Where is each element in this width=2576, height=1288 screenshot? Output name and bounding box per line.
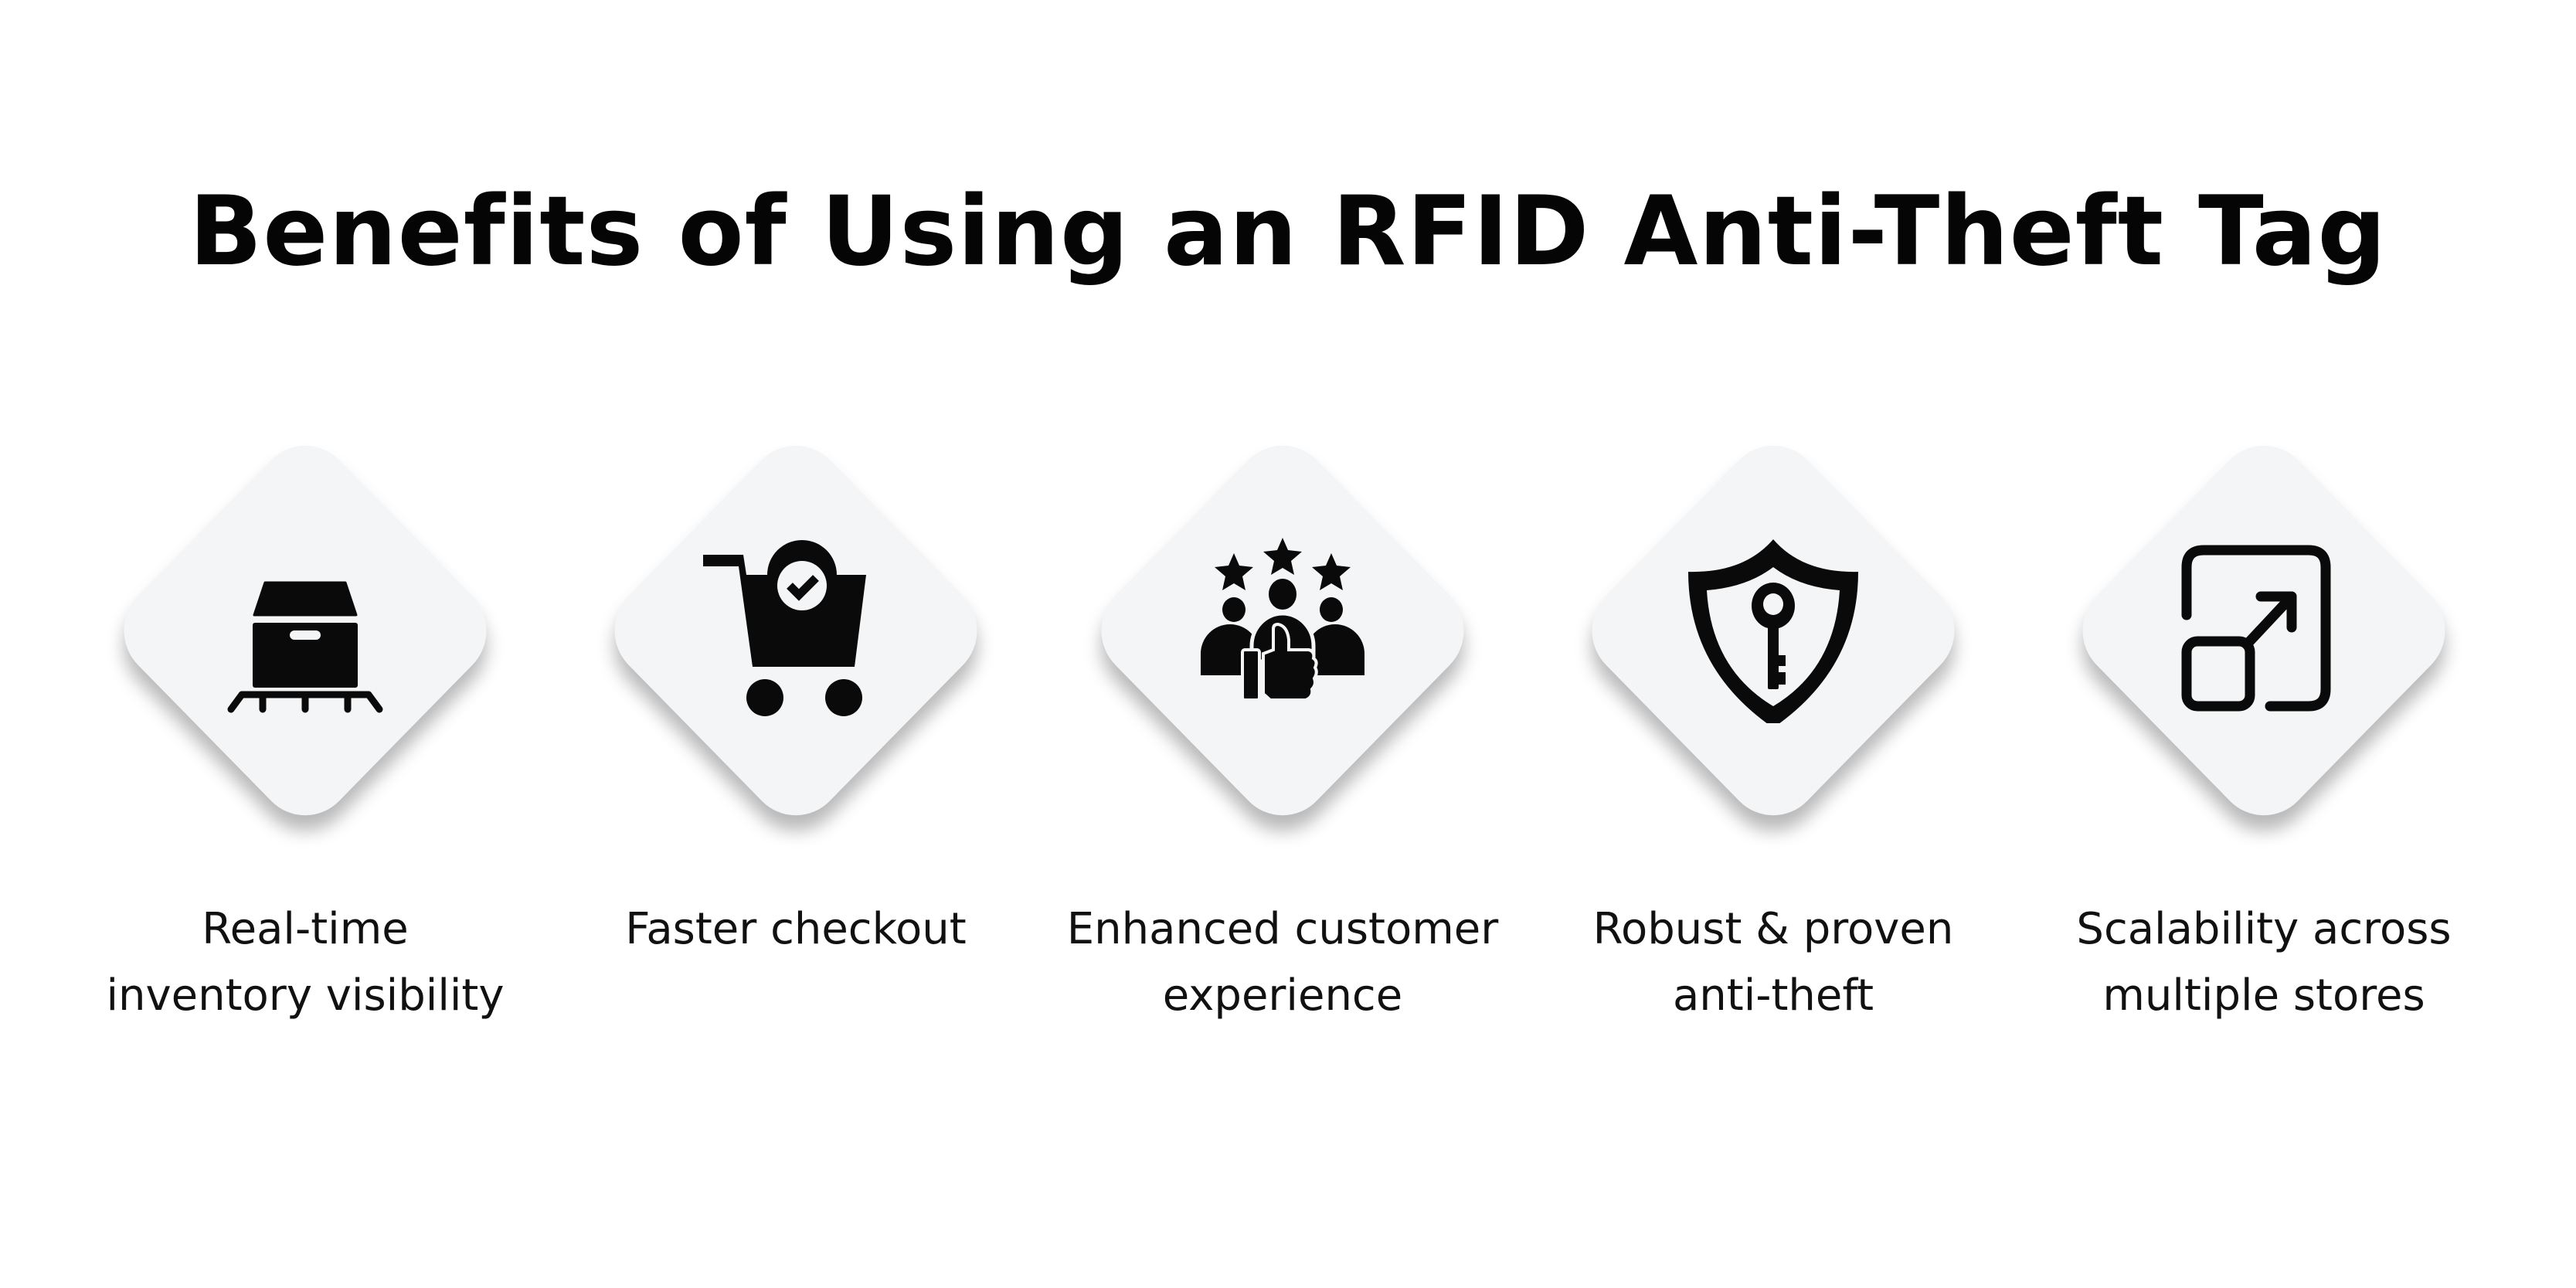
shopping-cart-check-icon bbox=[703, 538, 889, 723]
benefit-label: Faster checkout bbox=[625, 904, 967, 954]
scale-up-arrow-icon bbox=[2171, 538, 2357, 723]
benefit-label: Scalability across multiple stores bbox=[2076, 904, 2452, 1021]
benefit-label: Real-time inventory visibility bbox=[106, 904, 505, 1021]
benefit-item-faster-checkout: Faster checkout bbox=[549, 0, 1043, 1288]
benefit-label: Enhanced customer experience bbox=[1066, 904, 1499, 1021]
benefit-item-anti-theft: Robust & proven anti-theft bbox=[1526, 0, 2020, 1288]
benefit-item-customer-experience: Enhanced customer experience bbox=[1035, 0, 1530, 1288]
benefit-item-scalability: Scalability across multiple stores bbox=[2017, 0, 2511, 1288]
box-on-pallet-icon bbox=[212, 538, 398, 723]
benefit-label: Robust & proven anti-theft bbox=[1592, 904, 1954, 1021]
page-title: Benefits of Using an RFID Anti-Theft Tag bbox=[189, 176, 2387, 288]
customers-thumbs-up-stars-icon bbox=[1190, 538, 1375, 723]
benefit-item-inventory-visibility: Real-time inventory visibility bbox=[58, 0, 552, 1288]
shield-key-icon bbox=[1681, 538, 1866, 723]
